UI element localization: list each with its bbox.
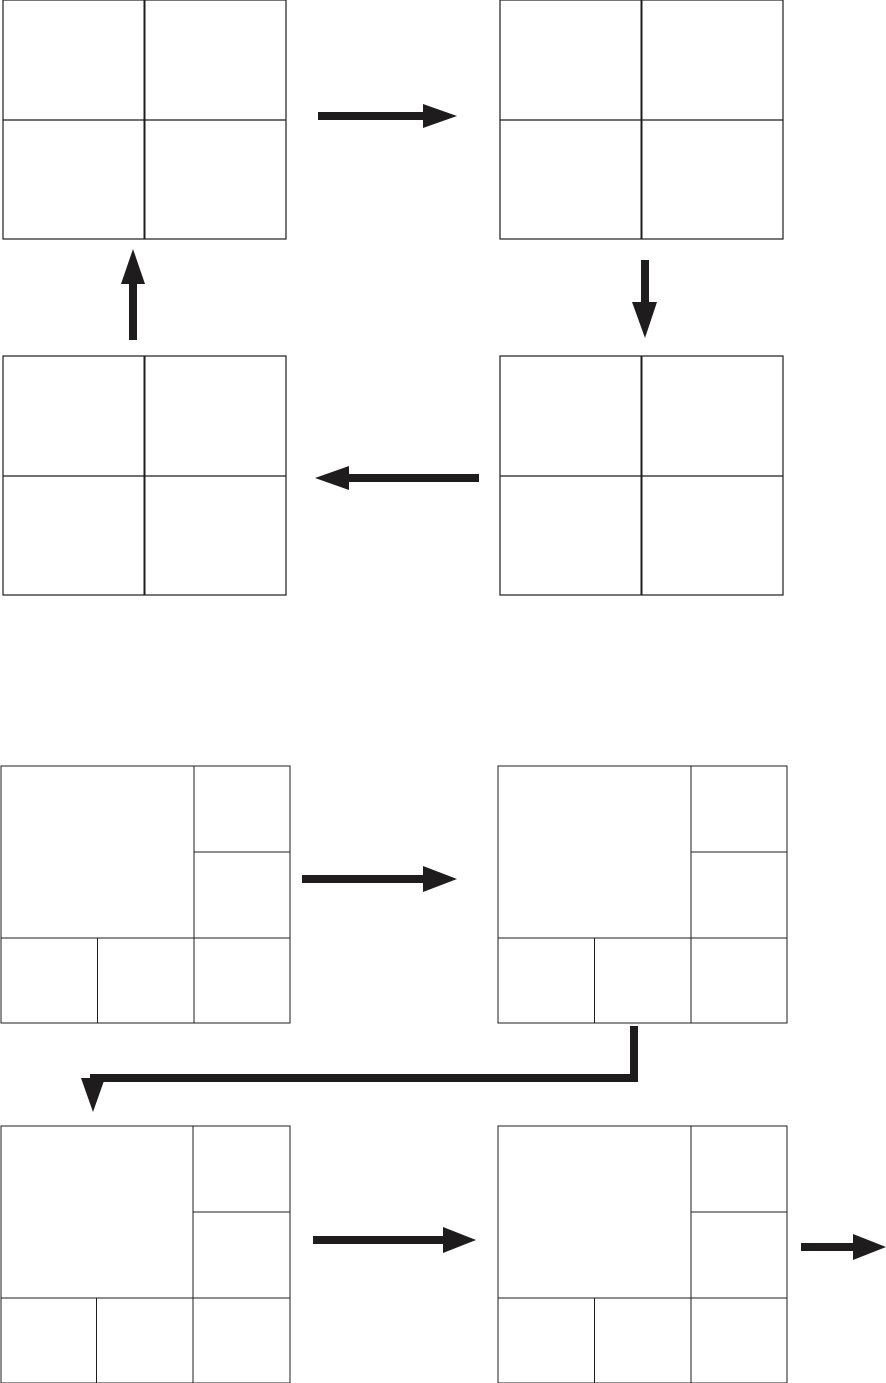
panel-grid-bottom-right	[500, 356, 783, 595]
top-cycle	[3, 0, 783, 595]
panel-layout-seq-3	[1, 1126, 290, 1383]
arrow-right-icon	[313, 1227, 476, 1253]
panel-layout-seq-1	[1, 766, 290, 1023]
panel-layout-seq-4	[498, 1126, 787, 1383]
panel-layout-seq-2	[498, 766, 787, 1023]
panel-grid-top-left	[3, 0, 286, 239]
arrow-up-icon	[121, 249, 145, 340]
panel-grid-bottom-left	[3, 356, 286, 595]
panel-grid-top-right	[500, 0, 783, 239]
arrow-left-icon	[315, 466, 479, 490]
arrow-right-icon	[801, 1234, 886, 1260]
arrow-right-icon	[318, 104, 457, 128]
bottom-sequence	[1, 766, 886, 1383]
elbow-arrow-icon	[81, 1026, 638, 1112]
arrow-down-icon	[632, 260, 657, 338]
arrow-right-icon	[302, 866, 457, 892]
